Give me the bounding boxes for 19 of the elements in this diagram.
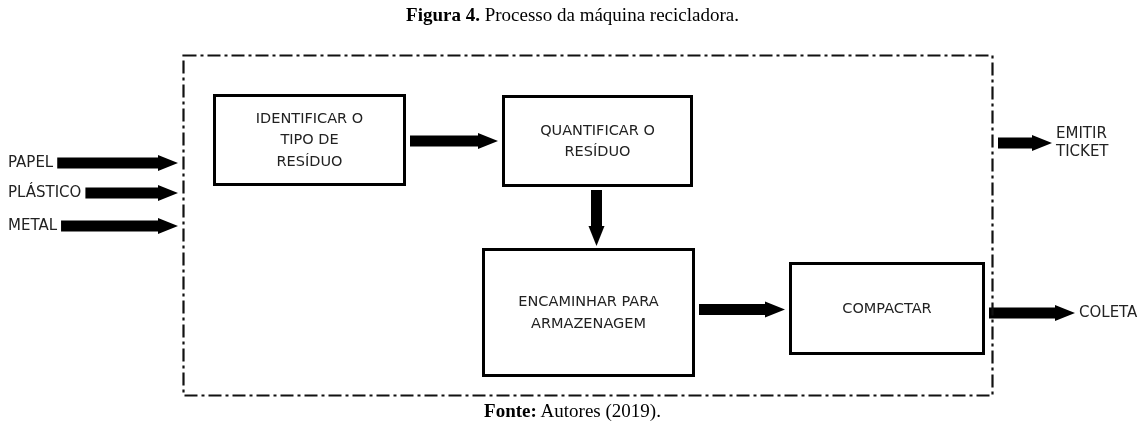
flow-label: METAL [8, 216, 58, 234]
process-box: COMPACTAR [789, 262, 985, 355]
flow-label: PAPEL [8, 153, 54, 171]
figure-source: Fonte: Autores (2019). [484, 400, 661, 422]
flow-label: EMITIR TICKET [1056, 124, 1110, 160]
arrow [85, 185, 178, 201]
flow-label: PLÁSTICO [8, 183, 82, 201]
arrow [61, 218, 178, 234]
arrow [998, 135, 1052, 151]
process-box: QUANTIFICAR O RESÍDUO [502, 95, 693, 187]
arrow [57, 155, 178, 171]
arrow [588, 190, 605, 246]
flow-label: COLETA [1079, 303, 1138, 321]
figure-title: Figura 4. Processo da máquina recicladora. [406, 4, 739, 26]
arrow [989, 305, 1075, 321]
process-box: ENCAMINHAR PARA ARMAZENAGEM [482, 248, 695, 377]
arrow [699, 301, 785, 318]
arrow [410, 133, 498, 149]
process-box: IDENTIFICAR O TIPO DE RESÍDUO [213, 94, 406, 186]
